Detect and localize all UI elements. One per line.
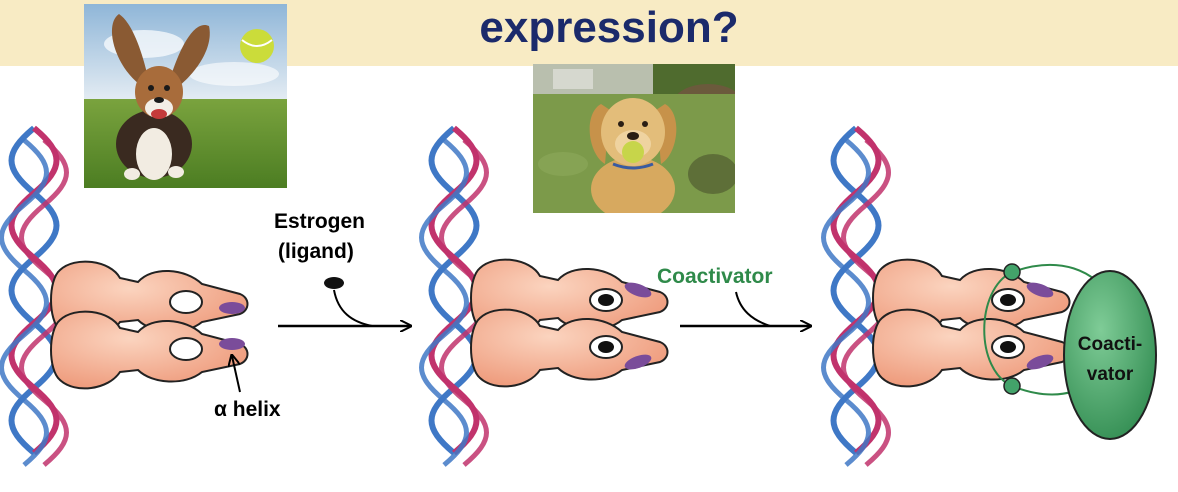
golden-retriever-photo — [533, 64, 735, 213]
alpha-helix-bottom — [219, 338, 245, 350]
estrogen-molecule — [324, 277, 344, 289]
coactivator-blob-label-line2: vator — [1087, 364, 1134, 385]
bound-estrogen-bottom — [598, 341, 614, 353]
coactivator-protein — [1063, 270, 1157, 440]
receptor-dimer-2 — [470, 258, 669, 388]
coactivator-complex: Coacti- vator — [983, 263, 1157, 440]
ligand-pocket-empty-top — [169, 290, 203, 314]
ligand-binding-curve — [333, 289, 373, 327]
alpha-helix-folded-bottom — [624, 354, 652, 370]
slide-title: expression? — [479, 3, 739, 52]
alpha-helix-top — [219, 302, 245, 314]
estrogen-label: Estrogen — [274, 210, 365, 233]
ligand-label: (ligand) — [278, 240, 354, 263]
alpha-helix-label: α helix — [214, 398, 281, 421]
receptor-dimer-3 — [872, 258, 1071, 388]
alpha-helix-folded-top — [624, 282, 652, 298]
coactivator-contact-bottom — [1003, 377, 1021, 395]
coactivator-arrow-label: Coactivator — [657, 265, 773, 288]
alpha-helix-pointer — [232, 356, 241, 393]
coactivator-contact-top — [1003, 263, 1021, 281]
bound-estrogen-top — [598, 294, 614, 306]
coactivator-blob-label-line1: Coacti- — [1078, 334, 1142, 355]
receptor-dimer-1 — [50, 260, 249, 390]
basset-hound-photo — [84, 4, 287, 188]
coactivator-binding-curve — [735, 291, 771, 327]
ligand-pocket-empty-bottom — [169, 337, 203, 361]
